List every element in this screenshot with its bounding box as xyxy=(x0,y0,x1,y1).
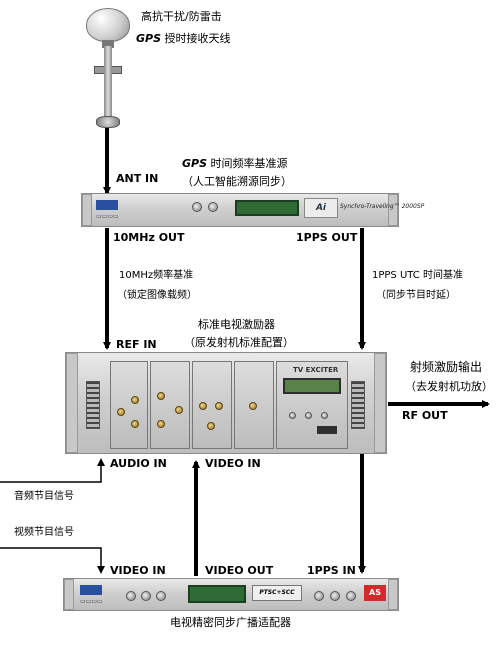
adapter-video-in-label: VIDEO IN xyxy=(110,564,166,577)
gps-brand-name: Synchro-Traveling™ 2000SP xyxy=(340,203,425,210)
video-connector-2 xyxy=(175,406,183,414)
if-connector-1 xyxy=(199,402,207,410)
antenna-base xyxy=(96,116,120,128)
adapter-1pps-in-label: 1PPS IN xyxy=(307,564,356,577)
adapter-brand-panel xyxy=(80,585,102,595)
ref-1pps-desc-2: （同步节目时延） xyxy=(376,290,456,301)
video-signal-label: 视频节目信号 xyxy=(14,527,74,538)
adapter-name-caption: 电视精密同步广播适配器 xyxy=(170,616,291,629)
exciter-title: 标准电视激励器 xyxy=(198,318,275,331)
audio-in-label: AUDIO IN xyxy=(110,457,167,470)
control-button-1 xyxy=(289,412,296,419)
adapter-display xyxy=(188,585,246,603)
right-rack-ear xyxy=(388,194,398,226)
front-knob-2 xyxy=(208,202,218,212)
video-connector-1 xyxy=(157,392,165,400)
video-signal-arrow xyxy=(0,547,105,574)
ref-10mhz-desc-2: （锁定图像载频） xyxy=(117,290,197,301)
audio-connector-1 xyxy=(117,408,125,416)
if-module xyxy=(192,361,232,449)
antenna-neck xyxy=(102,40,114,48)
antenna-caption-top: 高抗干扰/防雷击 xyxy=(141,10,222,23)
gps-source-gps-word: GPS xyxy=(182,157,208,170)
adapter-model-text: ▭▭▭▭ xyxy=(80,598,103,605)
left-rack-ear xyxy=(66,353,78,453)
tv-exciter-chassis: TV EXCITER xyxy=(65,352,387,454)
audio-signal-arrow xyxy=(0,458,105,483)
audio-signal-label: 音频节目信号 xyxy=(14,491,74,502)
adapter-knob-2 xyxy=(141,591,151,601)
antenna-gps-word: GPS xyxy=(136,32,162,45)
rf-output-subtitle: （去发射机功放） xyxy=(405,380,493,393)
antenna-caption-rest: 授时接收天线 xyxy=(164,32,231,45)
exciter-lcd-display xyxy=(283,378,341,394)
adapter-video-out-label: VIDEO OUT xyxy=(205,564,274,577)
exciter-subtitle: （原发射机标准配置） xyxy=(184,336,294,349)
left-vent-grille xyxy=(86,381,100,429)
adapter-logo: AS xyxy=(364,585,386,601)
rf-out-label: RF OUT xyxy=(402,409,448,422)
audio-connector-3 xyxy=(131,420,139,428)
ref-10mhz-desc-1: 10MHz频率基准 xyxy=(119,270,194,281)
video-in-top-label: VIDEO IN xyxy=(205,457,261,470)
audio-connector-2 xyxy=(131,396,139,404)
model-text: ▭▭▭▭ xyxy=(96,213,119,220)
left-rack-ear xyxy=(82,194,92,226)
ant-in-label: ANT IN xyxy=(116,172,159,185)
brand-logo-panel xyxy=(96,200,118,210)
gps-logo-text: Ai xyxy=(315,203,327,213)
rf-connector-1 xyxy=(249,402,257,410)
adapter-badge: PTSC+SCC xyxy=(252,585,302,601)
status-display xyxy=(235,200,299,216)
adapter-knob-4 xyxy=(314,591,324,601)
gps-source-subtitle: （人工智能溯源同步） xyxy=(182,175,292,188)
right-vent-grille xyxy=(351,381,365,429)
antenna-caption-bottom: GPS 授时接收天线 xyxy=(136,32,231,45)
gps-source-title: GPS 时间频率基准源 xyxy=(182,157,288,170)
ref-1pps-desc-1: 1PPS UTC 时间基准 xyxy=(372,270,463,281)
audio-module xyxy=(110,361,148,449)
adapter-knob-5 xyxy=(330,591,340,601)
tv-sync-broadcast-adapter: ▭▭▭▭ PTSC+SCC AS xyxy=(63,578,399,611)
video-connector-3 xyxy=(157,420,165,428)
gps-source-title-rest: 时间频率基准源 xyxy=(210,157,288,170)
exciter-badge xyxy=(317,426,337,434)
video-module xyxy=(150,361,190,449)
exciter-display-label: TV EXCITER xyxy=(293,366,339,374)
front-knob-1 xyxy=(192,202,202,212)
adapter-knob-3 xyxy=(156,591,166,601)
ref-in-label: REF IN xyxy=(116,338,157,351)
control-button-2 xyxy=(305,412,312,419)
gps-logo-box: Ai xyxy=(304,198,338,218)
control-button-3 xyxy=(321,412,328,419)
rf-output-title: 射频激励输出 xyxy=(410,360,483,374)
out-1pps-label: 1PPS OUT xyxy=(296,231,358,244)
antenna-mast xyxy=(104,46,112,120)
adapter-knob-6 xyxy=(346,591,356,601)
gps-time-frequency-receiver: ▭▭▭▭ Ai Synchro-Traveling™ 2000SP xyxy=(81,193,424,227)
upconverter-module xyxy=(234,361,274,449)
out-10mhz-label: 10MHz OUT xyxy=(113,231,185,244)
antenna-dome xyxy=(86,8,130,42)
right-rack-ear xyxy=(388,579,398,610)
gps-antenna xyxy=(86,8,130,130)
control-module: TV EXCITER xyxy=(276,361,348,449)
adapter-logo-text: AS xyxy=(369,588,381,597)
adapter-knob-1 xyxy=(126,591,136,601)
adapter-badge-text: PTSC+SCC xyxy=(259,589,295,596)
if-connector-3 xyxy=(207,422,215,430)
right-rack-ear xyxy=(374,353,386,453)
left-rack-ear xyxy=(64,579,74,610)
if-connector-2 xyxy=(215,402,223,410)
